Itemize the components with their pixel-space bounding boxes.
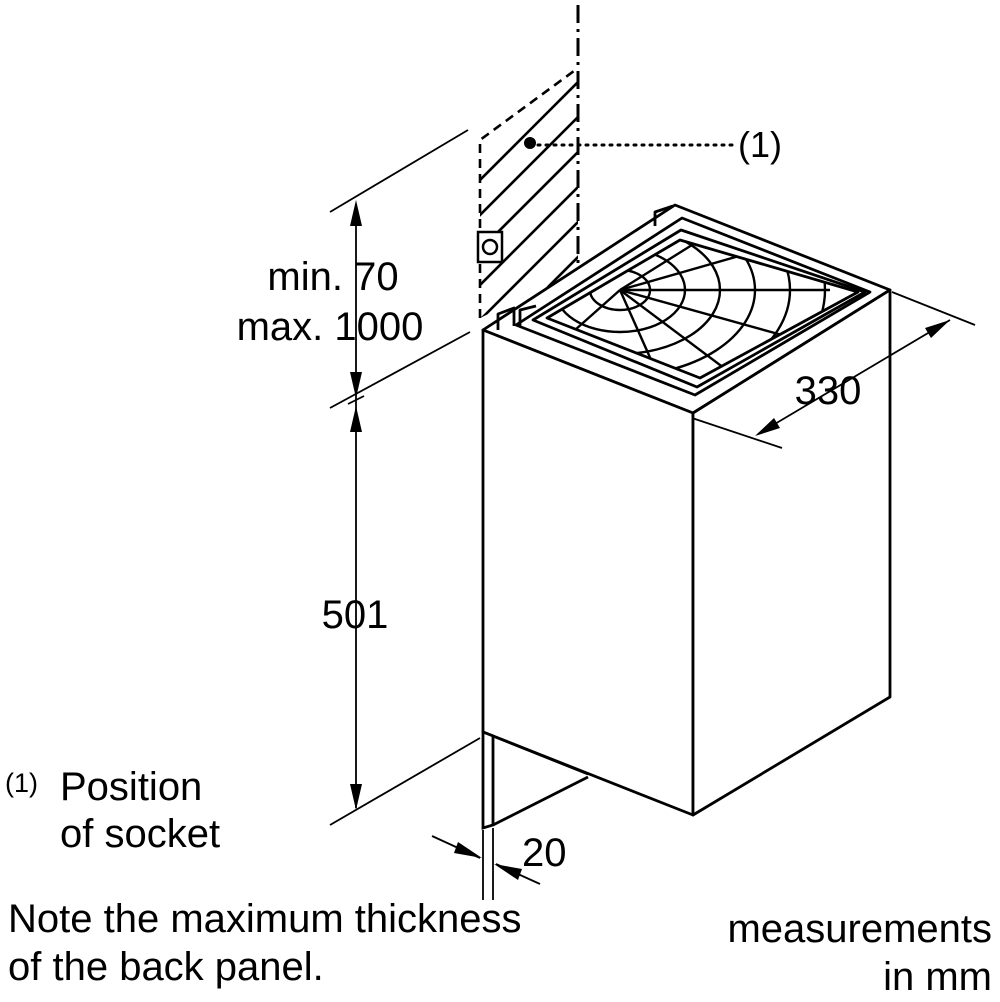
extension-lines bbox=[329, 129, 976, 900]
units-line1: measurements bbox=[727, 907, 992, 951]
legend-line2: of socket bbox=[60, 812, 220, 856]
vertical-dimension bbox=[347, 205, 365, 808]
gap-min-label: min. 70 bbox=[267, 255, 398, 299]
thickness-arrows bbox=[454, 842, 522, 880]
legend-line1: Position bbox=[60, 765, 202, 809]
gap-max-label: max. 1000 bbox=[237, 305, 424, 349]
back-panel-strip bbox=[481, 729, 589, 830]
height-label: 501 bbox=[322, 593, 389, 637]
grease-filter-grille bbox=[547, 240, 858, 378]
callout-marker: (1) bbox=[738, 124, 782, 165]
thickness-label: 20 bbox=[522, 831, 567, 875]
vertical-arrows bbox=[350, 200, 362, 810]
width-label: 330 bbox=[795, 369, 862, 413]
legend-marker: (1) bbox=[5, 768, 38, 798]
socket-callout: (1) bbox=[524, 124, 782, 165]
width-dimension bbox=[757, 319, 951, 435]
socket-icon bbox=[476, 230, 504, 264]
note-line2: of the back panel. bbox=[8, 945, 324, 989]
hood-box bbox=[481, 203, 892, 817]
units-line2: in mm bbox=[883, 955, 992, 997]
note-line1: Note the maximum thickness bbox=[8, 897, 522, 941]
width-arrows bbox=[755, 320, 950, 436]
